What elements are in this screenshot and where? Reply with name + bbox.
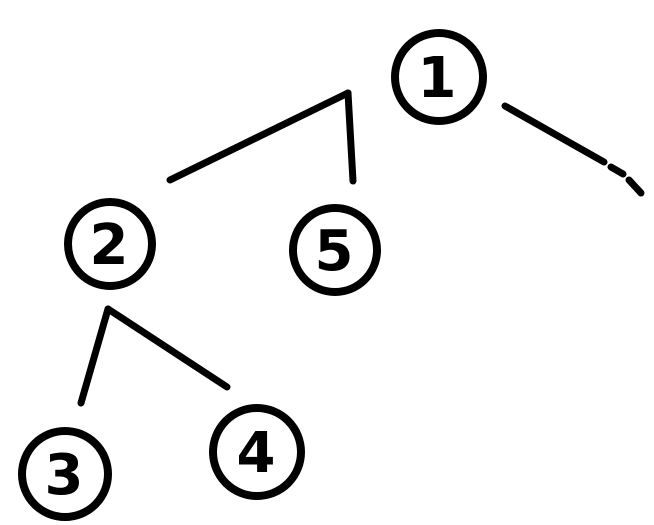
- node-4-label: 4: [237, 421, 276, 486]
- node-5: 5: [289, 204, 381, 296]
- edge-2-to-3: [77, 305, 112, 407]
- node-3-circle: [18, 427, 112, 521]
- edge-1-to-5: [344, 89, 357, 185]
- node-5-label: 5: [315, 219, 354, 284]
- node-4-circle: [209, 404, 305, 500]
- node-5-circle: [289, 204, 381, 296]
- node-1-circle: [391, 29, 487, 125]
- edges: [77, 89, 645, 407]
- node-2: 2: [64, 198, 156, 290]
- node-3: 3: [18, 427, 112, 521]
- node-2-circle: [64, 198, 156, 290]
- node-3-label: 3: [45, 443, 84, 508]
- edge-1-to-2: [166, 89, 352, 184]
- edge-1-dashed-right: [501, 102, 645, 197]
- node-4: 4: [209, 404, 305, 500]
- node-1-label: 1: [418, 46, 457, 111]
- edge-2-to-4: [104, 305, 231, 391]
- node-1: 1: [391, 29, 487, 125]
- node-2-label: 2: [90, 213, 129, 278]
